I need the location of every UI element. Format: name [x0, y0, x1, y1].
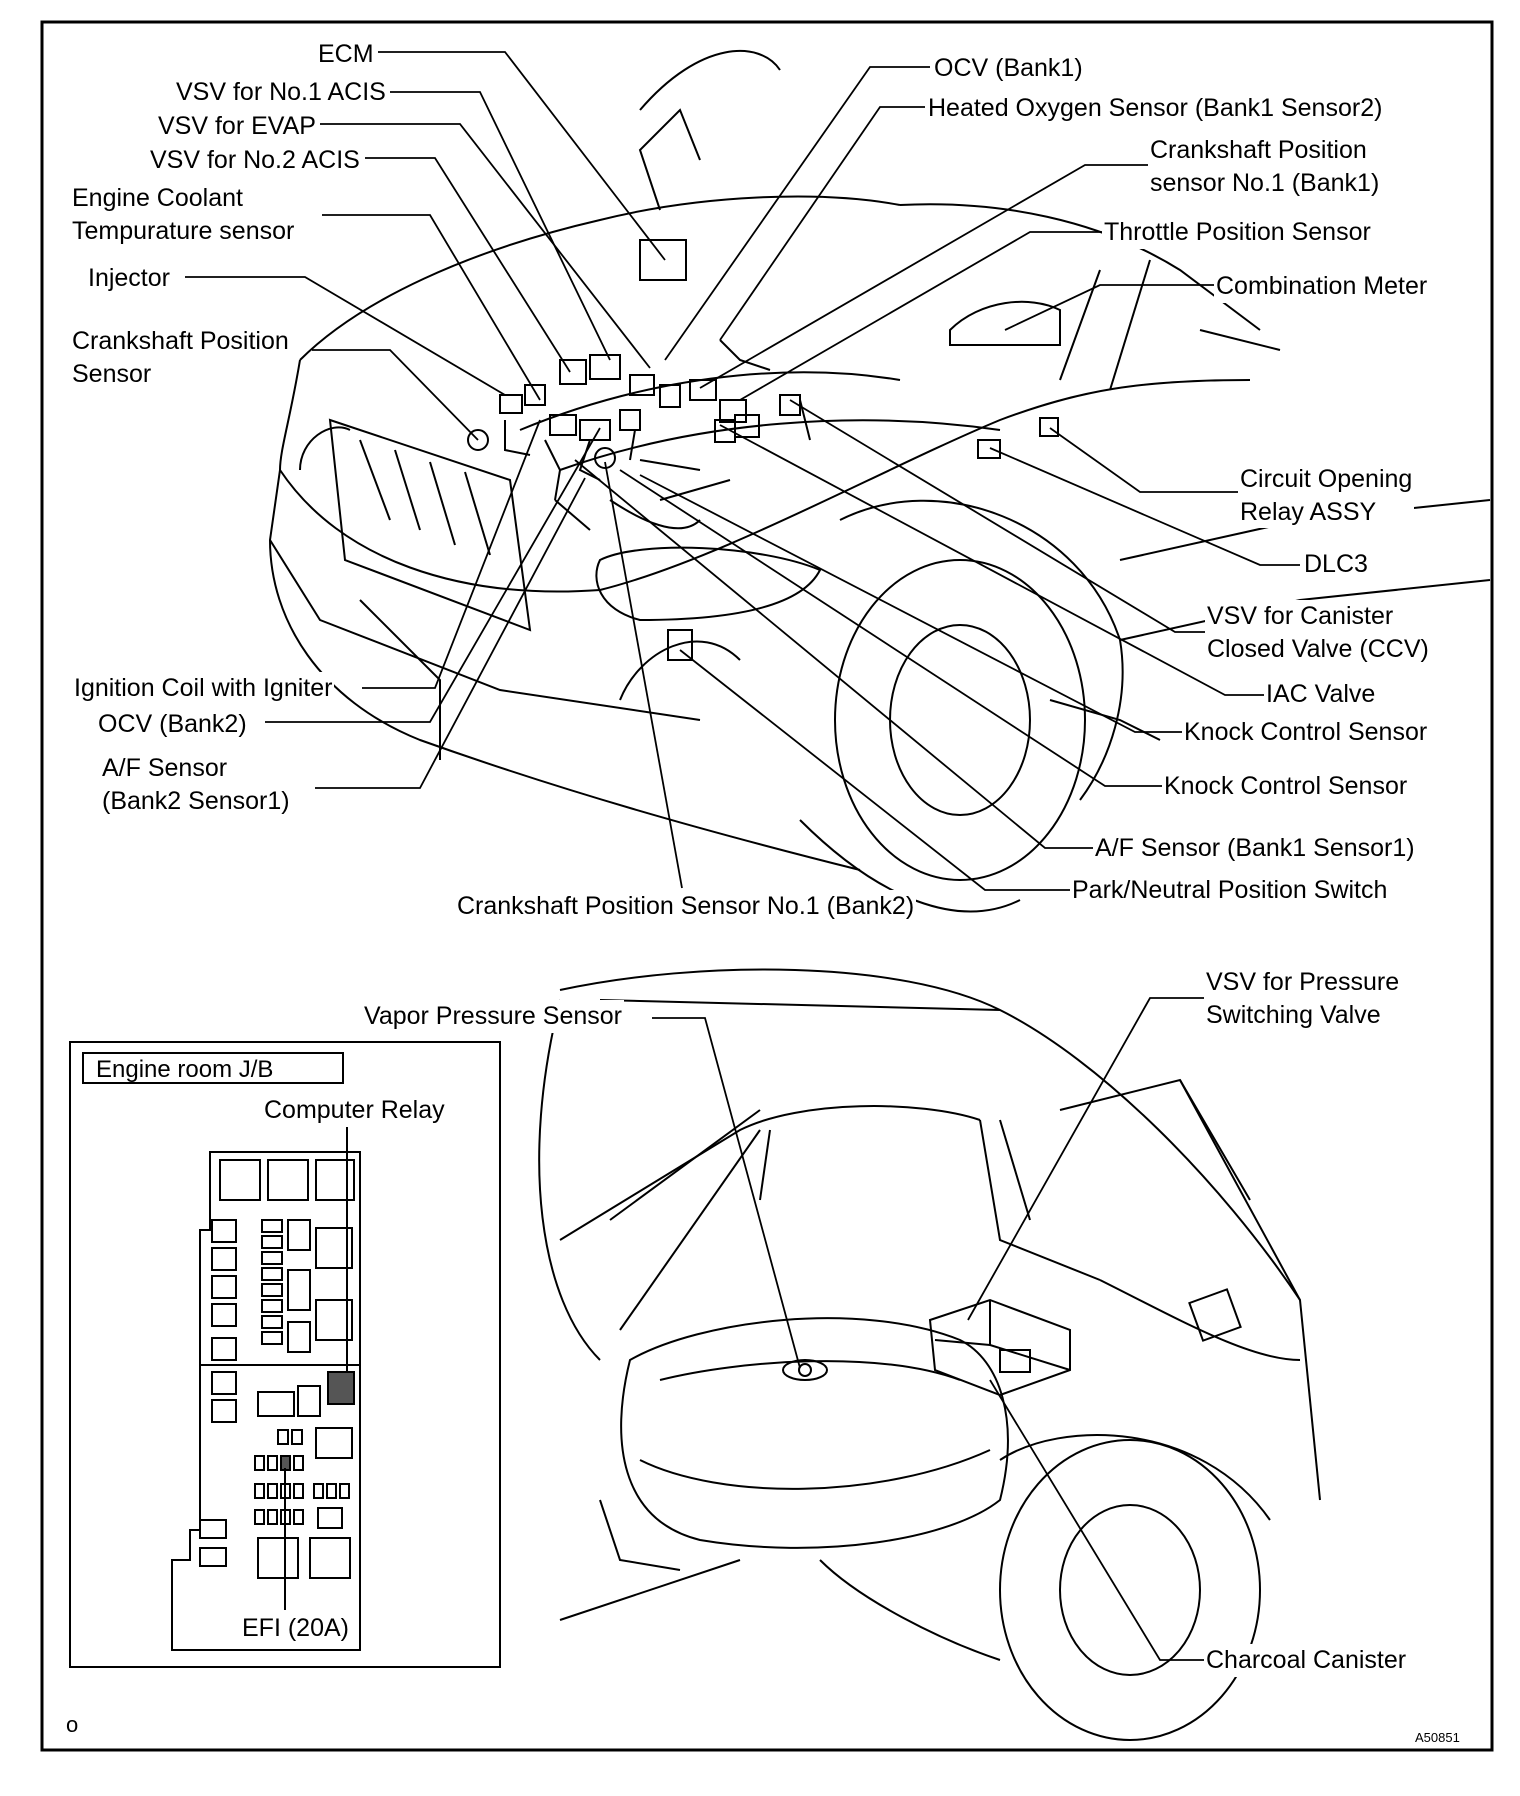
label-ocv-bank2: OCV (Bank2) [96, 708, 249, 741]
label-iac-valve: IAC Valve [1264, 678, 1378, 711]
label-tps: Throttle Position Sensor [1102, 216, 1373, 249]
label-vsv-acis2: VSV for No.2 ACIS [148, 144, 362, 177]
label-vapor-pressure-sensor: Vapor Pressure Sensor [362, 1000, 624, 1033]
label-vsv-evap: VSV for EVAP [156, 110, 318, 143]
front-tire [834, 559, 1086, 881]
jb-panel-frame [69, 1041, 501, 1668]
label-af-bank2: A/F Sensor (Bank2 Sensor1) [100, 752, 292, 817]
jb-title: Engine room J/B [82, 1052, 344, 1084]
label-injector: Injector [86, 262, 172, 295]
label-knock-sensor-2: Knock Control Sensor [1162, 770, 1410, 803]
leader-lines [185, 51, 1300, 1661]
label-ocv-bank1: OCV (Bank1) [932, 52, 1085, 85]
label-ecm: ECM [316, 38, 376, 71]
label-circuit-opening-relay: Circuit Opening Relay ASSY [1238, 463, 1415, 528]
rear-vehicle-drawing [538, 968, 1321, 1741]
label-ho2s: Heated Oxygen Sensor (Bank1 Sensor2) [926, 92, 1385, 125]
corner-mark: o [66, 1712, 79, 1737]
junction-block-drawing [171, 1120, 361, 1651]
label-vsv-ccv: VSV for Canister Closed Valve (CCV) [1205, 600, 1431, 665]
label-charcoal-canister: Charcoal Canister [1204, 1644, 1409, 1677]
label-vsv-psv: VSV for Pressure Switching Valve [1204, 966, 1402, 1031]
label-dlc3: DLC3 [1302, 548, 1370, 581]
outer-frame [40, 20, 1494, 1752]
label-ckp-sensor: Crankshaft Position Sensor [70, 325, 291, 390]
rear-tire [999, 1439, 1261, 1741]
label-ckp-no1-bank2: Crankshaft Position Sensor No.1 (Bank2) [455, 890, 917, 923]
label-af-bank1: A/F Sensor (Bank1 Sensor1) [1093, 832, 1417, 865]
label-knock-sensor-1: Knock Control Sensor [1182, 716, 1430, 749]
label-combination-meter: Combination Meter [1214, 270, 1430, 303]
label-computer-relay: Computer Relay [262, 1094, 447, 1127]
fuel-tank [620, 1317, 1009, 1549]
front-vehicle-drawing [268, 50, 1491, 913]
label-ignition-coil: Ignition Coil with Igniter [72, 672, 335, 705]
label-pnp-switch: Park/Neutral Position Switch [1070, 874, 1390, 907]
label-ckp-no1-bank1: Crankshaft Position sensor No.1 (Bank1) [1148, 134, 1382, 199]
label-vsv-acis1: VSV for No.1 ACIS [174, 76, 388, 109]
label-efi-fuse: EFI (20A) [240, 1612, 351, 1645]
label-ect-sensor: Engine Coolant Tempurature sensor [70, 182, 297, 247]
engine-components [467, 339, 811, 531]
figure-id: A50851 [1415, 1730, 1460, 1745]
